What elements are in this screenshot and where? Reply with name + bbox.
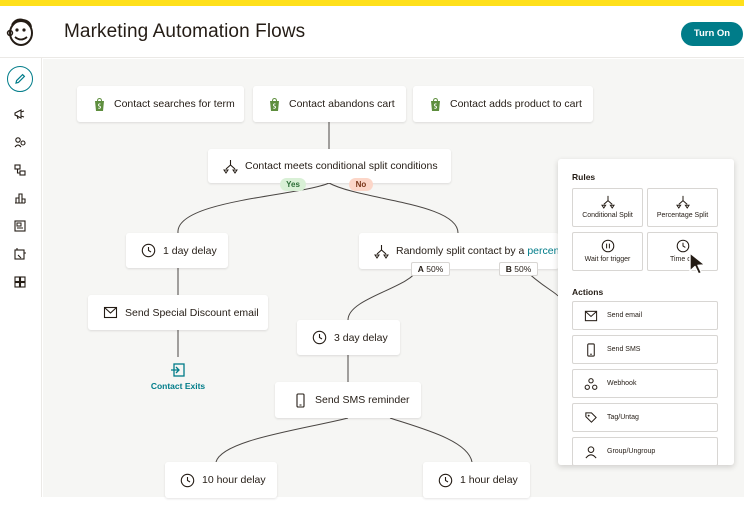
clock-icon (437, 472, 453, 488)
branch-b-letter: B (505, 264, 512, 274)
rule-label: Wait for trigger (584, 256, 631, 263)
yes-badge: Yes (280, 178, 306, 191)
trigger-label: Contact adds product to cart (450, 98, 582, 110)
rule-label: Percentage Split (656, 212, 709, 219)
brand-accent-bar (0, 0, 744, 6)
random-split-link[interactable]: percen (527, 245, 559, 257)
tag-icon (585, 411, 597, 423)
send-sms-node[interactable]: Send SMS reminder (275, 382, 421, 418)
page-title: Marketing Automation Flows (64, 21, 306, 42)
rule-time-delay[interactable]: Time de (647, 232, 718, 271)
content-icon[interactable] (10, 216, 30, 236)
rule-conditional-split[interactable]: Conditional Split (572, 188, 643, 227)
contact-exits-label: Contact Exits (150, 381, 206, 391)
rules-heading: Rules (572, 172, 596, 182)
trigger-node[interactable]: Contact adds product to cart (413, 86, 593, 122)
branch-a-value: 50% (426, 264, 444, 274)
clock-icon (140, 243, 156, 259)
envelope-icon (102, 305, 118, 321)
delay-node[interactable]: 10 hour delay (165, 462, 277, 498)
random-split-label: Randomly split contact by a (396, 245, 528, 257)
pencil-icon[interactable] (7, 66, 33, 92)
trigger-node[interactable]: Contact searches for term (77, 86, 244, 122)
delay-node[interactable]: 3 day delay (297, 320, 400, 355)
delay-label: 1 hour delay (460, 474, 518, 486)
rule-percentage-split[interactable]: Percentage Split (647, 188, 718, 227)
envelope-icon (584, 310, 598, 321)
automation-icon[interactable] (10, 160, 30, 180)
split-icon (675, 195, 690, 209)
sidebar (0, 58, 42, 498)
trigger-label: Contact abandons cart (289, 98, 395, 110)
clock-icon (676, 239, 689, 253)
send-sms-label: Send SMS reminder (315, 394, 410, 406)
audience-icon[interactable] (10, 132, 30, 152)
delay-label: 1 day delay (163, 244, 217, 257)
actions-heading: Actions (572, 287, 604, 297)
phone-icon (292, 392, 308, 408)
action-label: Send email (607, 312, 643, 319)
action-group-ungroup[interactable]: Group/Ungroup (572, 437, 718, 465)
trigger-label: Contact searches for term (114, 98, 235, 110)
rule-label: Time de (669, 256, 696, 263)
action-send-sms[interactable]: Send SMS (572, 335, 718, 364)
action-webhook[interactable]: Webhook (572, 369, 718, 398)
canvas-bottom-edge (0, 497, 744, 508)
mouse-pointer-icon (689, 252, 706, 275)
rule-wait-for-trigger[interactable]: Wait for trigger (572, 232, 643, 271)
clock-icon (179, 472, 195, 488)
conditional-split-label: Contact meets conditional split conditio… (245, 160, 438, 172)
rule-label: Conditional Split (582, 212, 633, 219)
send-email-label: Send Special Discount email (125, 306, 259, 319)
delay-label: 3 day delay (334, 331, 388, 344)
no-badge: No (349, 178, 373, 191)
clock-icon (311, 330, 327, 346)
shopify-icon (91, 96, 107, 112)
split-icon (222, 158, 238, 174)
analytics-icon[interactable] (10, 188, 30, 208)
megaphone-icon[interactable] (10, 104, 30, 124)
pause-icon (601, 239, 614, 253)
action-send-email[interactable]: Send email (572, 301, 718, 330)
split-icon (373, 243, 389, 259)
integrations-icon[interactable] (10, 272, 30, 292)
turn-on-button[interactable]: Turn On (681, 22, 743, 46)
conditional-split-node[interactable]: Contact meets conditional split conditio… (208, 149, 451, 183)
action-tag-untag[interactable]: Tag/Untag (572, 403, 718, 432)
website-icon[interactable] (10, 244, 30, 264)
delay-label: 10 hour delay (202, 474, 266, 486)
app-header: Marketing Automation Flows Turn On (0, 6, 744, 58)
split-icon (600, 195, 615, 209)
branch-a-letter: A (417, 264, 424, 274)
delay-node[interactable]: 1 hour delay (423, 462, 530, 498)
phone-icon (587, 342, 595, 357)
action-label: Group/Ungroup (607, 448, 656, 455)
contact-exits: Contact Exits (136, 362, 220, 391)
branch-b-value: 50% (514, 264, 532, 274)
builder-panel: Rules Conditional Split Percentage Split… (558, 159, 734, 465)
branch-b-tag: B 50% (499, 262, 538, 276)
shopify-icon (427, 96, 443, 112)
action-label: Tag/Untag (607, 414, 639, 421)
branch-a-tag: A 50% (411, 262, 450, 276)
group-icon (585, 445, 597, 458)
action-label: Send SMS (607, 346, 641, 353)
send-email-node[interactable]: Send Special Discount email (88, 295, 268, 330)
shopify-icon (266, 96, 282, 112)
trigger-node[interactable]: Contact abandons cart (253, 86, 406, 122)
mailchimp-logo (6, 18, 33, 46)
exit-icon (171, 363, 185, 377)
webhook-icon (584, 377, 598, 390)
delay-node[interactable]: 1 day delay (126, 233, 228, 268)
action-label: Webhook (607, 380, 637, 387)
